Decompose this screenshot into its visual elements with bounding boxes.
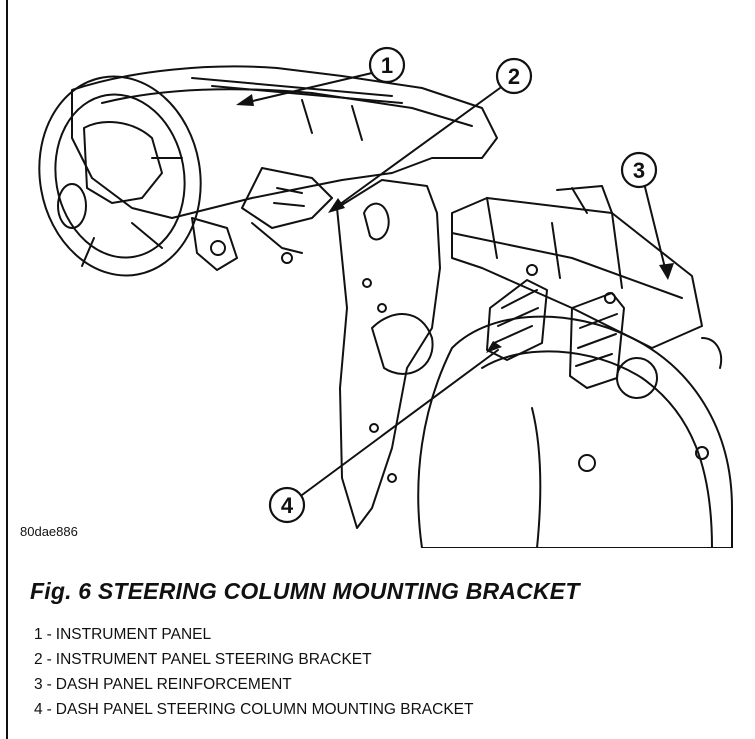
steering-wheel-shape [38, 75, 238, 277]
dash-panel-shape [336, 179, 733, 548]
left-margin-rule [6, 0, 8, 739]
legend-number: 1 [34, 626, 43, 643]
legend-separator: - [46, 701, 52, 718]
leader-arrows [239, 72, 668, 496]
legend-text: DASH PANEL STEERING COLUMN MOUNTING BRAC… [55, 701, 474, 718]
callout-2-label: 2 [508, 64, 520, 89]
steering-column-bracket-illustration: 1 2 3 4 [38, 46, 733, 548]
callout-4-label: 4 [281, 493, 294, 518]
instrument-panel-shape [71, 65, 498, 264]
legend-text: DASH PANEL REINFORCEMENT [55, 676, 292, 693]
callout-1: 1 [368, 46, 406, 84]
legend-item: 3-DASH PANEL REINFORCEMENT [34, 672, 474, 697]
callout-3: 3 [620, 151, 658, 189]
figure-code: 80dae886 [20, 524, 78, 539]
callout-3-label: 3 [633, 158, 645, 183]
legend-number: 4 [34, 701, 43, 718]
legend-text: INSTRUMENT PANEL [55, 626, 212, 643]
dash-reinforcement-shape [451, 185, 703, 349]
legend-item: 4-DASH PANEL STEERING COLUMN MOUNTING BR… [34, 697, 474, 722]
legend-separator: - [46, 651, 52, 668]
callout-4: 4 [268, 486, 306, 524]
legend-number: 3 [34, 676, 43, 693]
legend-item: 1-INSTRUMENT PANEL [34, 622, 474, 647]
callout-1-label: 1 [381, 53, 393, 78]
figure-caption: Fig. 6 STEERING COLUMN MOUNTING BRACKET [30, 578, 580, 604]
callout-2: 2 [495, 57, 533, 95]
legend-text: INSTRUMENT PANEL STEERING BRACKET [55, 651, 372, 668]
legend-item: 2-INSTRUMENT PANEL STEERING BRACKET [34, 647, 474, 672]
legend-separator: - [46, 676, 52, 693]
figure-legend: 1-INSTRUMENT PANEL 2-INSTRUMENT PANEL ST… [34, 622, 474, 722]
legend-separator: - [46, 626, 52, 643]
legend-number: 2 [34, 651, 43, 668]
steering-column-bracket-shape [486, 264, 625, 389]
